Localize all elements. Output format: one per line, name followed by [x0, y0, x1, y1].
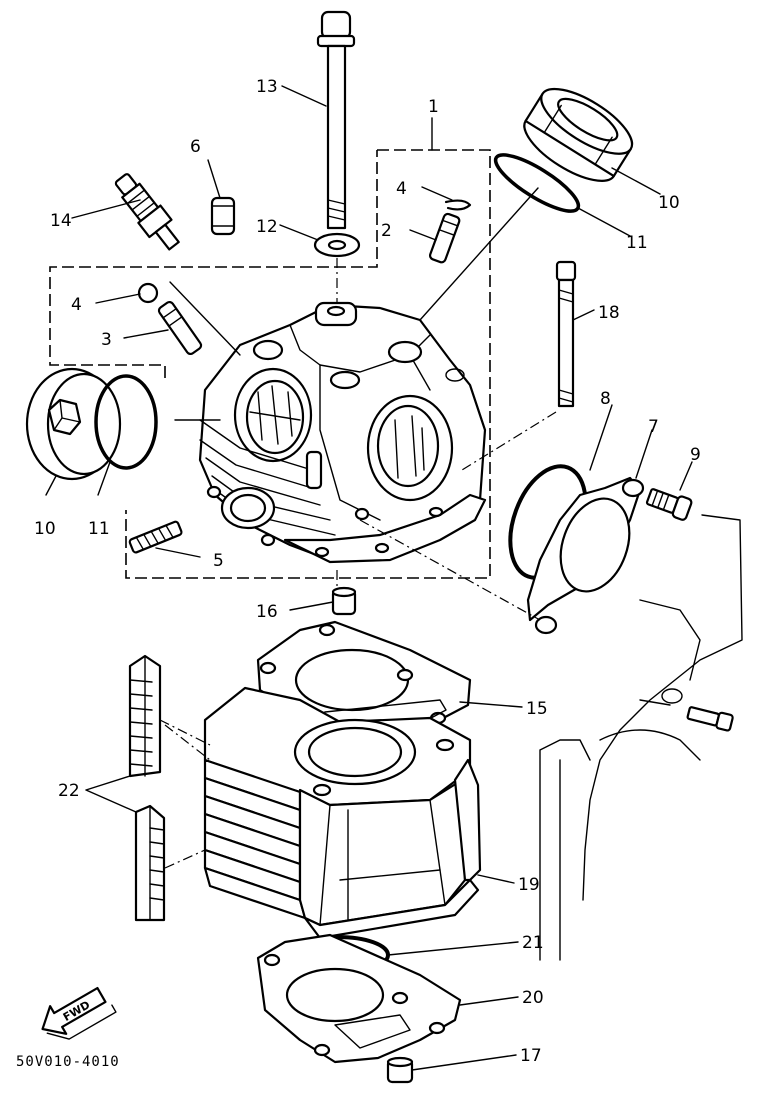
valve-guide-3: [157, 300, 203, 356]
cylinder-head-assembly-outline: [49, 149, 491, 579]
valve-guide-2: [428, 212, 461, 264]
callout-21: 21: [522, 933, 544, 953]
callout-9: 9: [690, 445, 701, 465]
callout-11a: 11: [626, 233, 648, 253]
base-gasket-20: [256, 933, 462, 1064]
chain-guide-22-upper: [128, 654, 162, 778]
o-ring-11-left: [94, 374, 158, 470]
leader-lines: [45, 85, 693, 1071]
callout-8: 8: [600, 389, 611, 409]
callout-11b: 11: [88, 519, 110, 539]
callout-10a: 10: [658, 193, 680, 213]
callout-5: 5: [213, 551, 224, 571]
cylinder-head: [198, 301, 487, 564]
part-code: 50V010-4010: [16, 1054, 120, 1070]
circlip-4-top: [444, 199, 472, 211]
stud-bolt-18: [555, 260, 577, 408]
callout-20: 20: [522, 988, 544, 1008]
callout-18: 18: [598, 303, 620, 323]
valve-cap-10-top: [523, 87, 634, 182]
chain-guide-22-lower: [134, 804, 166, 922]
engine-crankcase-outline: [539, 514, 743, 961]
stud-bolt-5: [128, 520, 183, 554]
spark-plug-14: [114, 173, 180, 251]
bolt-9: [645, 488, 693, 521]
callout-3: 3: [101, 330, 112, 350]
cylinder-19: [203, 686, 482, 940]
washer-12: [313, 232, 361, 258]
callout-1: 1: [428, 97, 439, 117]
dowel-pin-16: [331, 586, 357, 616]
callout-15: 15: [526, 699, 548, 719]
dowel-pin-17: [386, 1056, 414, 1084]
circlip-4-left: [137, 282, 159, 304]
side-cover-7: [526, 476, 645, 635]
callout-2: 2: [381, 221, 392, 241]
callout-6: 6: [190, 137, 201, 157]
callout-22: 22: [58, 781, 80, 801]
callout-12: 12: [256, 217, 278, 237]
callout-4a: 4: [396, 179, 407, 199]
head-bolt-13: [316, 10, 356, 230]
forward-direction-arrow: FWD: [41, 986, 117, 1040]
callout-14: 14: [50, 211, 72, 231]
callout-10b: 10: [34, 519, 56, 539]
callout-7: 7: [648, 417, 659, 437]
crankcase-bolt: [686, 706, 734, 732]
dowel-pin-6: [210, 196, 236, 236]
callout-4b: 4: [71, 295, 82, 315]
callout-17: 17: [520, 1046, 542, 1066]
callout-13: 13: [256, 77, 278, 97]
callout-19: 19: [518, 875, 540, 895]
callout-16: 16: [256, 602, 278, 622]
callout-labels: 1 2 3 4 4 5 6 7 8 9 10 10 11 11 12 13 14…: [34, 77, 701, 1066]
